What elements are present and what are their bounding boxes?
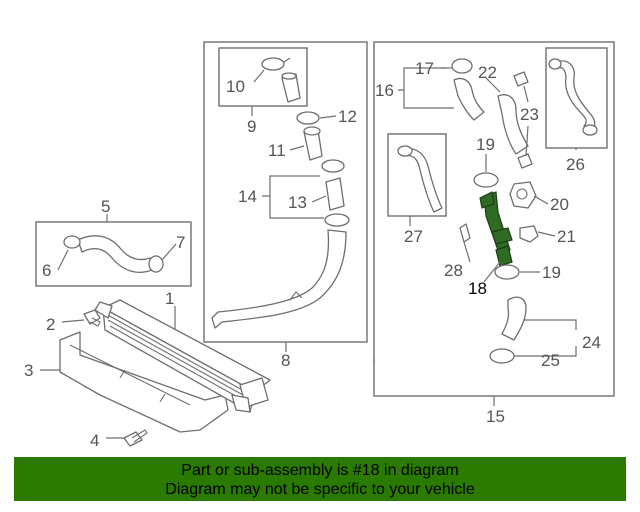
callout-1: 1 xyxy=(165,289,174,308)
callout-10: 10 xyxy=(226,77,245,96)
callout-7: 7 xyxy=(176,233,185,252)
group-box-9 xyxy=(218,47,308,107)
callout-13: 13 xyxy=(288,193,307,212)
clamp-23-upper xyxy=(513,71,529,87)
banner-line-1: Part or sub-assembly is #18 in diagram xyxy=(181,462,459,479)
callout-17: 17 xyxy=(415,59,434,78)
callout-21: 21 xyxy=(557,227,576,246)
callout-2: 2 xyxy=(46,315,55,334)
pipe-8 xyxy=(211,229,347,329)
group-box-5 xyxy=(35,221,192,287)
callout-19-upper: 19 xyxy=(476,135,495,154)
callout-18: 18 xyxy=(468,279,487,298)
bracket-28 xyxy=(459,223,471,243)
callout-12: 12 xyxy=(338,107,357,126)
callout-22: 22 xyxy=(478,63,497,82)
callout-6: 6 xyxy=(42,261,51,280)
hose-16 xyxy=(453,77,485,121)
callout-28: 28 xyxy=(444,261,463,280)
callout-11: 11 xyxy=(268,141,286,160)
callout-24: 24 xyxy=(582,333,601,352)
clamp-23-lower xyxy=(517,153,533,169)
callout-20: 20 xyxy=(550,195,569,214)
callout-14: 14 xyxy=(238,187,257,206)
callout-15: 15 xyxy=(486,407,505,426)
callout-labels: 1 2 3 4 5 6 7 8 9 10 11 12 13 14 15 16 1… xyxy=(24,59,601,450)
bolt-4 xyxy=(123,429,148,447)
hose-assembly-15 xyxy=(397,58,598,364)
intercooler-assembly xyxy=(59,299,271,433)
clamp-17 xyxy=(451,58,473,74)
clamp-7 xyxy=(148,255,164,273)
clamp-14-lower xyxy=(324,213,350,227)
hose-assembly-5 xyxy=(63,235,164,273)
callout-9: 9 xyxy=(247,117,256,136)
bolt-2 xyxy=(83,309,101,327)
valve-20 xyxy=(509,181,537,209)
part-notice-banner: Part or sub-assembly is #18 in diagram D… xyxy=(14,457,626,501)
callout-16: 16 xyxy=(375,81,394,100)
clamp-25 xyxy=(489,348,515,364)
clamp-12 xyxy=(296,111,320,125)
tube-26 xyxy=(555,60,596,133)
group-box-27 xyxy=(387,133,447,217)
clamp-10 xyxy=(261,57,285,71)
callout-19-lower: 19 xyxy=(542,263,561,282)
callout-4: 4 xyxy=(90,431,99,450)
clamp-6 xyxy=(63,235,81,249)
callout-26: 26 xyxy=(566,155,585,174)
banner-line-2: Diagram may not be specific to your vehi… xyxy=(165,481,475,498)
clamp-19-upper xyxy=(473,172,499,188)
clamp-19-lower xyxy=(494,264,520,280)
tube-27 xyxy=(401,148,443,213)
clamp-14-upper xyxy=(321,159,345,173)
callout-23: 23 xyxy=(520,105,539,124)
callout-8: 8 xyxy=(281,351,290,370)
hose-13 xyxy=(325,177,345,211)
callout-3: 3 xyxy=(24,361,33,380)
leader-lines xyxy=(40,67,577,439)
hose-24 xyxy=(501,296,527,341)
tube-assembly-8 xyxy=(211,57,350,329)
hose-22 xyxy=(497,94,529,155)
fitting-21 xyxy=(519,225,539,243)
callout-25: 25 xyxy=(541,351,560,370)
callout-5: 5 xyxy=(101,197,110,216)
callout-27: 27 xyxy=(404,227,423,246)
highlighted-part-18 xyxy=(479,191,513,267)
